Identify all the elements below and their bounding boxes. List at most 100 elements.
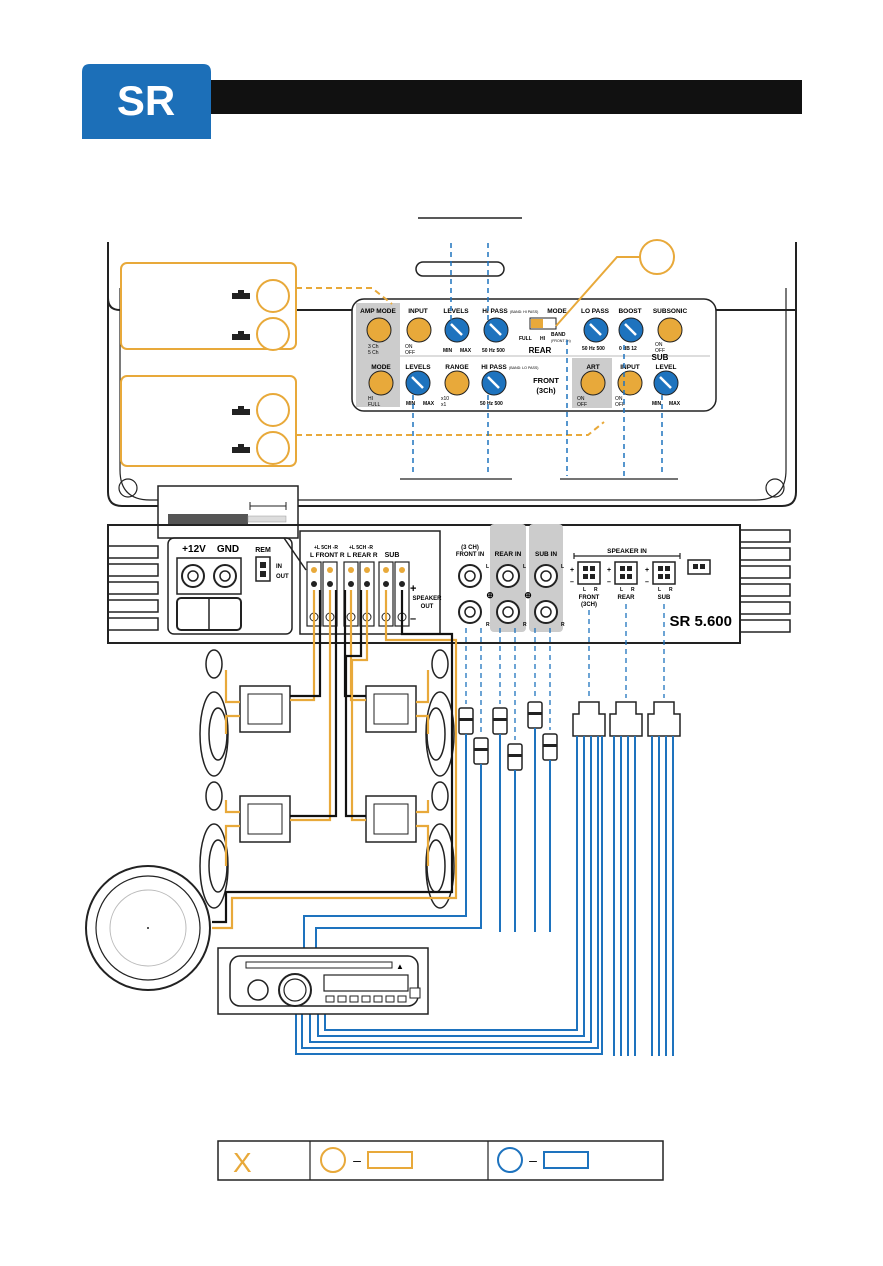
rear-in-label: REAR IN — [495, 551, 522, 558]
svg-text:(BAND: LO PASS): (BAND: LO PASS) — [509, 366, 539, 370]
svg-text:+: + — [410, 583, 416, 595]
svg-text:L: L — [658, 587, 661, 593]
sub-speaker-in-connector[interactable] — [652, 561, 676, 585]
svg-text:MAX: MAX — [423, 401, 435, 407]
callout-art — [120, 375, 605, 467]
svg-text:OUT: OUT — [276, 574, 289, 580]
rear-speaker-in-connector[interactable] — [614, 561, 638, 585]
harness-plug — [572, 701, 606, 737]
logo-text: SR — [117, 77, 175, 124]
svg-text:L: L — [583, 587, 586, 593]
rear-in-l-jack[interactable] — [496, 564, 520, 588]
svg-text:HI: HI — [368, 396, 373, 402]
legend-orange-rect-icon — [367, 1151, 413, 1169]
svg-text:3 Ch: 3 Ch — [368, 344, 379, 350]
front-speaker-in-connector[interactable] — [577, 561, 601, 585]
rem-terminal[interactable] — [255, 556, 271, 582]
svg-text:(3CH): (3CH) — [581, 602, 597, 608]
header: SR — [82, 64, 802, 139]
amp-top-view — [107, 242, 797, 507]
svg-text:–: – — [570, 579, 574, 586]
svg-text:–: – — [353, 1152, 361, 1168]
legend: X – – — [217, 1140, 664, 1181]
sub-out-label: SUB — [385, 552, 400, 559]
front-in-l-jack[interactable] — [458, 564, 482, 588]
front-mode-label: MODE — [371, 364, 391, 371]
svg-text:MIN: MIN — [406, 401, 416, 407]
svg-text:50 Hz 500: 50 Hz 500 — [480, 401, 503, 407]
callout-circle — [256, 279, 290, 313]
svg-text:–: – — [410, 613, 416, 625]
sub-in-l-jack[interactable] — [534, 564, 558, 588]
speaker-terminals[interactable] — [306, 561, 410, 627]
amp-mode-knob[interactable] — [366, 317, 392, 343]
blue-guides — [412, 243, 663, 476]
callout-circle — [256, 431, 290, 465]
callout-amp-mode — [120, 262, 393, 351]
svg-text:OFF: OFF — [615, 402, 625, 408]
svg-text:REAR: REAR — [617, 595, 635, 601]
aux-connector[interactable] — [687, 559, 711, 575]
input-label: INPUT — [408, 308, 428, 315]
ground-terminal[interactable] — [213, 564, 237, 588]
rear-section-label: REAR — [529, 346, 552, 355]
woofer — [425, 823, 455, 909]
svg-text:+: + — [570, 567, 574, 574]
tweeter — [431, 781, 449, 811]
svg-text:+L 5CH -R: +L 5CH -R — [349, 545, 373, 551]
head-unit-display — [323, 974, 409, 992]
svg-text:50 Hz 500: 50 Hz 500 — [482, 348, 505, 354]
screw-icon — [118, 478, 138, 498]
amp-front: +12V GND REM IN OUT +L 5CH -R L FRONT R … — [107, 524, 791, 644]
legend-x-icon: X — [233, 1147, 252, 1178]
svg-text:50 Hz 500: 50 Hz 500 — [582, 346, 605, 352]
svg-text:ON: ON — [615, 396, 623, 402]
speakers — [199, 649, 455, 909]
rear-mode-label: MODE — [547, 308, 567, 315]
top-slot — [415, 261, 505, 277]
control-panel: AMP MODE INPUT LEVELS HI PASS (BAND: HI … — [351, 298, 717, 412]
subsonic-label: SUBSONIC — [653, 308, 688, 315]
svg-text:L: L — [561, 564, 564, 570]
art-knob[interactable] — [580, 370, 606, 396]
sub-section-label: SUB — [652, 353, 669, 362]
rear-in-r-jack[interactable] — [496, 600, 520, 624]
callout-circle-mode — [639, 239, 675, 275]
svg-text:+: + — [607, 567, 611, 574]
rem-label: REM — [255, 547, 271, 554]
blue-wires — [295, 728, 674, 1056]
power-label: +12V — [182, 544, 206, 555]
switch-up-icon — [232, 293, 250, 299]
svg-text:SUB: SUB — [658, 595, 671, 601]
sub-input-knob[interactable] — [617, 370, 643, 396]
model-name: SR 5.600 — [669, 613, 732, 630]
svg-text:R: R — [523, 622, 527, 628]
svg-text:0 dB 12: 0 dB 12 — [619, 346, 637, 352]
input-knob[interactable] — [406, 317, 432, 343]
svg-text:ON: ON — [577, 396, 585, 402]
tweeter — [431, 649, 449, 679]
svg-text:ON: ON — [655, 342, 663, 348]
sub-in-r-jack[interactable] — [534, 600, 558, 624]
front-mode-knob[interactable] — [368, 370, 394, 396]
sub-in-label: SUB IN — [535, 551, 557, 558]
range-knob[interactable] — [444, 370, 470, 396]
svg-text:OFF: OFF — [655, 348, 665, 354]
svg-text:5 Ch: 5 Ch — [368, 350, 379, 356]
rear-out-label: L REAR R — [347, 552, 378, 559]
wire-strip-callout — [157, 485, 307, 571]
front-in-label: FRONT IN — [456, 552, 484, 558]
screw-icon — [765, 478, 785, 498]
svg-text:IN: IN — [276, 564, 282, 570]
switch-down-icon — [232, 334, 250, 340]
speaker-in-label: SPEAKER IN — [607, 548, 647, 555]
power-terminal[interactable] — [181, 564, 205, 588]
svg-text:L: L — [486, 564, 489, 570]
subsonic-knob[interactable] — [657, 317, 683, 343]
svg-text:OFF: OFF — [405, 350, 415, 356]
range-label: RANGE — [445, 364, 469, 371]
svg-text:BAND: BAND — [551, 332, 566, 338]
front-section-label: FRONT — [533, 376, 559, 385]
switch-up-icon — [232, 409, 250, 415]
front-in-r-jack[interactable] — [458, 600, 482, 624]
